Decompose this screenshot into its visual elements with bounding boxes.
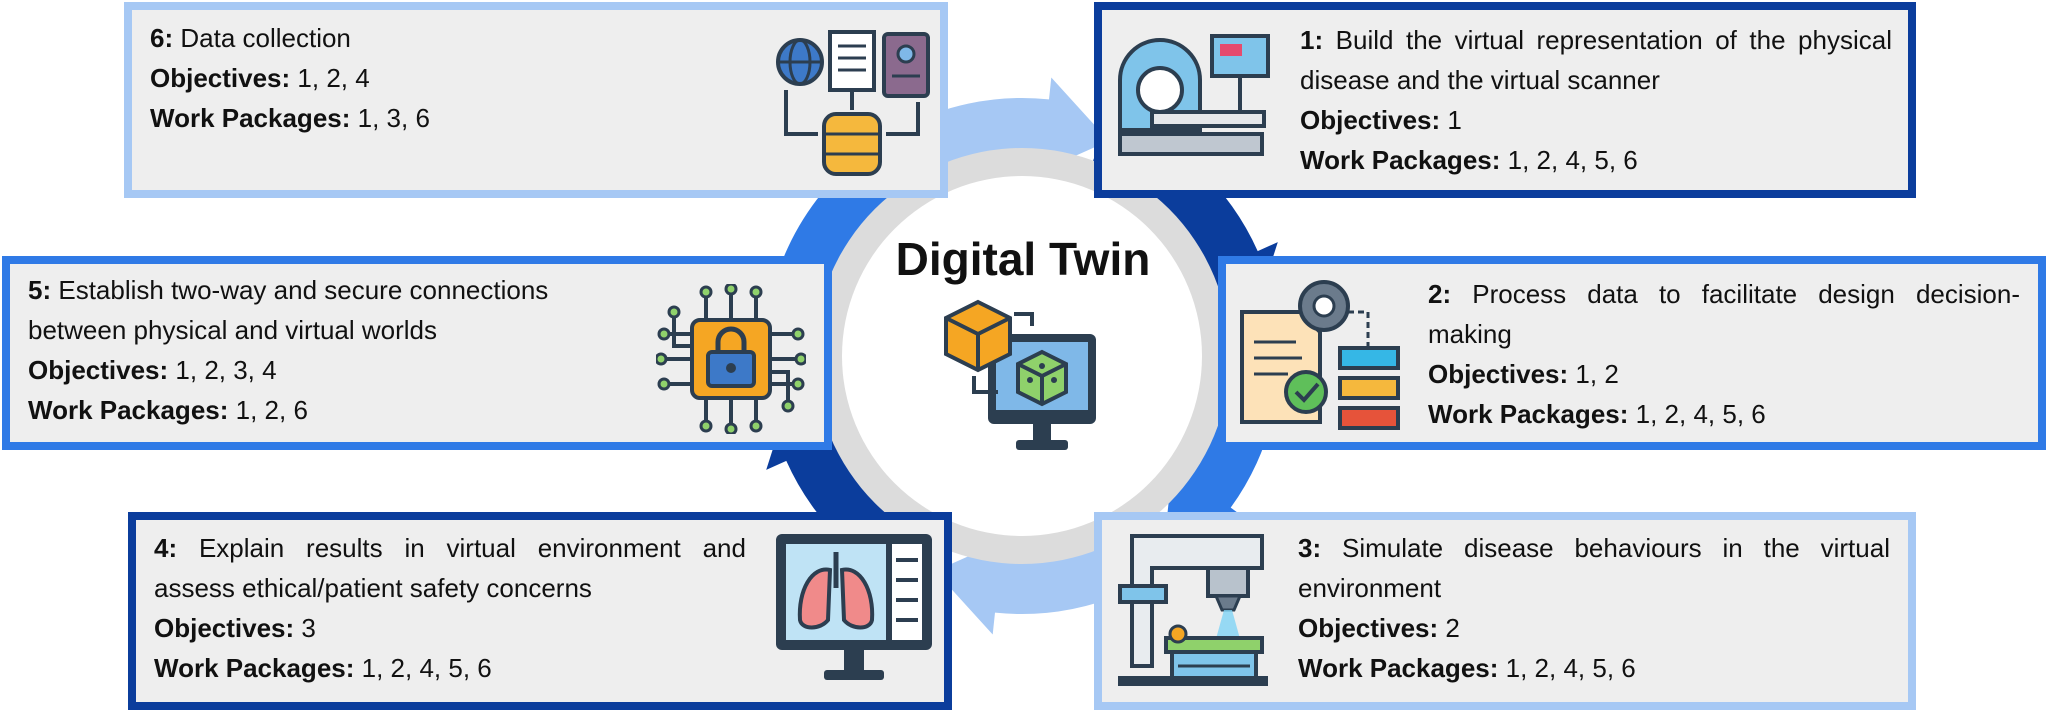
step-4-number: 4:	[154, 533, 178, 563]
step-4-title: Explain results in virtual environment a…	[154, 533, 746, 603]
step-5-text: 5: Establish two-way and secure connecti…	[28, 270, 648, 430]
step-2-title: Process data to facilitate design decisi…	[1428, 279, 2020, 349]
step-6-wp: 1, 3, 6	[357, 103, 430, 133]
step-3-objectives-label: Objectives:	[1298, 613, 1439, 643]
step-2-wp-label: Work Packages:	[1428, 399, 1629, 429]
data-collection-icon	[776, 30, 930, 176]
step-2-objectives-label: Objectives:	[1428, 359, 1569, 389]
step-6-text: 6: Data collection Objectives: 1, 2, 4 W…	[150, 18, 730, 138]
step-4-objectives-label: Objectives:	[154, 613, 295, 643]
step-6-wp-label: Work Packages:	[150, 103, 351, 133]
step-5-objectives-label: Objectives:	[28, 355, 169, 385]
step-5-wp: 1, 2, 6	[235, 395, 308, 425]
step-5-wp-label: Work Packages:	[28, 395, 229, 425]
step-6-objectives: 1, 2, 4	[297, 63, 370, 93]
step-4-wp: 1, 2, 4, 5, 6	[361, 653, 492, 683]
center-title: Digital Twin	[895, 233, 1151, 285]
step-5-objectives: 1, 2, 3, 4	[175, 355, 277, 385]
step-2-wp: 1, 2, 4, 5, 6	[1635, 399, 1766, 429]
step-1-wp-label: Work Packages:	[1300, 145, 1501, 175]
step-6-number: 6:	[150, 23, 174, 53]
step-3-wp: 1, 2, 4, 5, 6	[1505, 653, 1636, 683]
step-5-number: 5:	[28, 275, 52, 305]
step-1-title: Build the virtual representation of the …	[1300, 25, 1892, 95]
step-1-objectives-label: Objectives:	[1300, 105, 1441, 135]
step-1-objectives: 1	[1447, 105, 1462, 135]
data-processing-icon	[1240, 280, 1400, 430]
step-6-objectives-label: Objectives:	[150, 63, 291, 93]
step-1-number: 1:	[1300, 25, 1324, 55]
step-1-text: 1: Build the virtual representation of t…	[1300, 20, 1892, 180]
step-3-text: 3: Simulate disease behaviours in the vi…	[1298, 528, 1890, 688]
step-2-objectives: 1, 2	[1575, 359, 1619, 389]
step-3-title: Simulate disease behaviours in the virtu…	[1298, 533, 1890, 603]
digital-twin-icon	[944, 299, 1096, 450]
secure-chip-icon	[656, 284, 806, 434]
step-1-wp: 1, 2, 4, 5, 6	[1507, 145, 1638, 175]
step-2-text: 2: Process data to facilitate design dec…	[1428, 274, 2020, 434]
step-4-wp-label: Work Packages:	[154, 653, 355, 683]
step-3-number: 3:	[1298, 533, 1322, 563]
step-5-title: Establish two-way and secure connections…	[28, 275, 549, 345]
step-2-number: 2:	[1428, 279, 1452, 309]
step-4-objectives: 3	[301, 613, 316, 643]
mri-scanner-icon	[1118, 34, 1270, 156]
step-3-objectives: 2	[1445, 613, 1460, 643]
lung-monitor-icon	[776, 534, 932, 680]
step-6-title: Data collection	[180, 23, 351, 53]
step-6-box	[124, 2, 948, 198]
step-4-text: 4: Explain results in virtual environmen…	[154, 528, 746, 688]
radiotherapy-machine-icon	[1118, 534, 1268, 686]
step-3-wp-label: Work Packages:	[1298, 653, 1499, 683]
